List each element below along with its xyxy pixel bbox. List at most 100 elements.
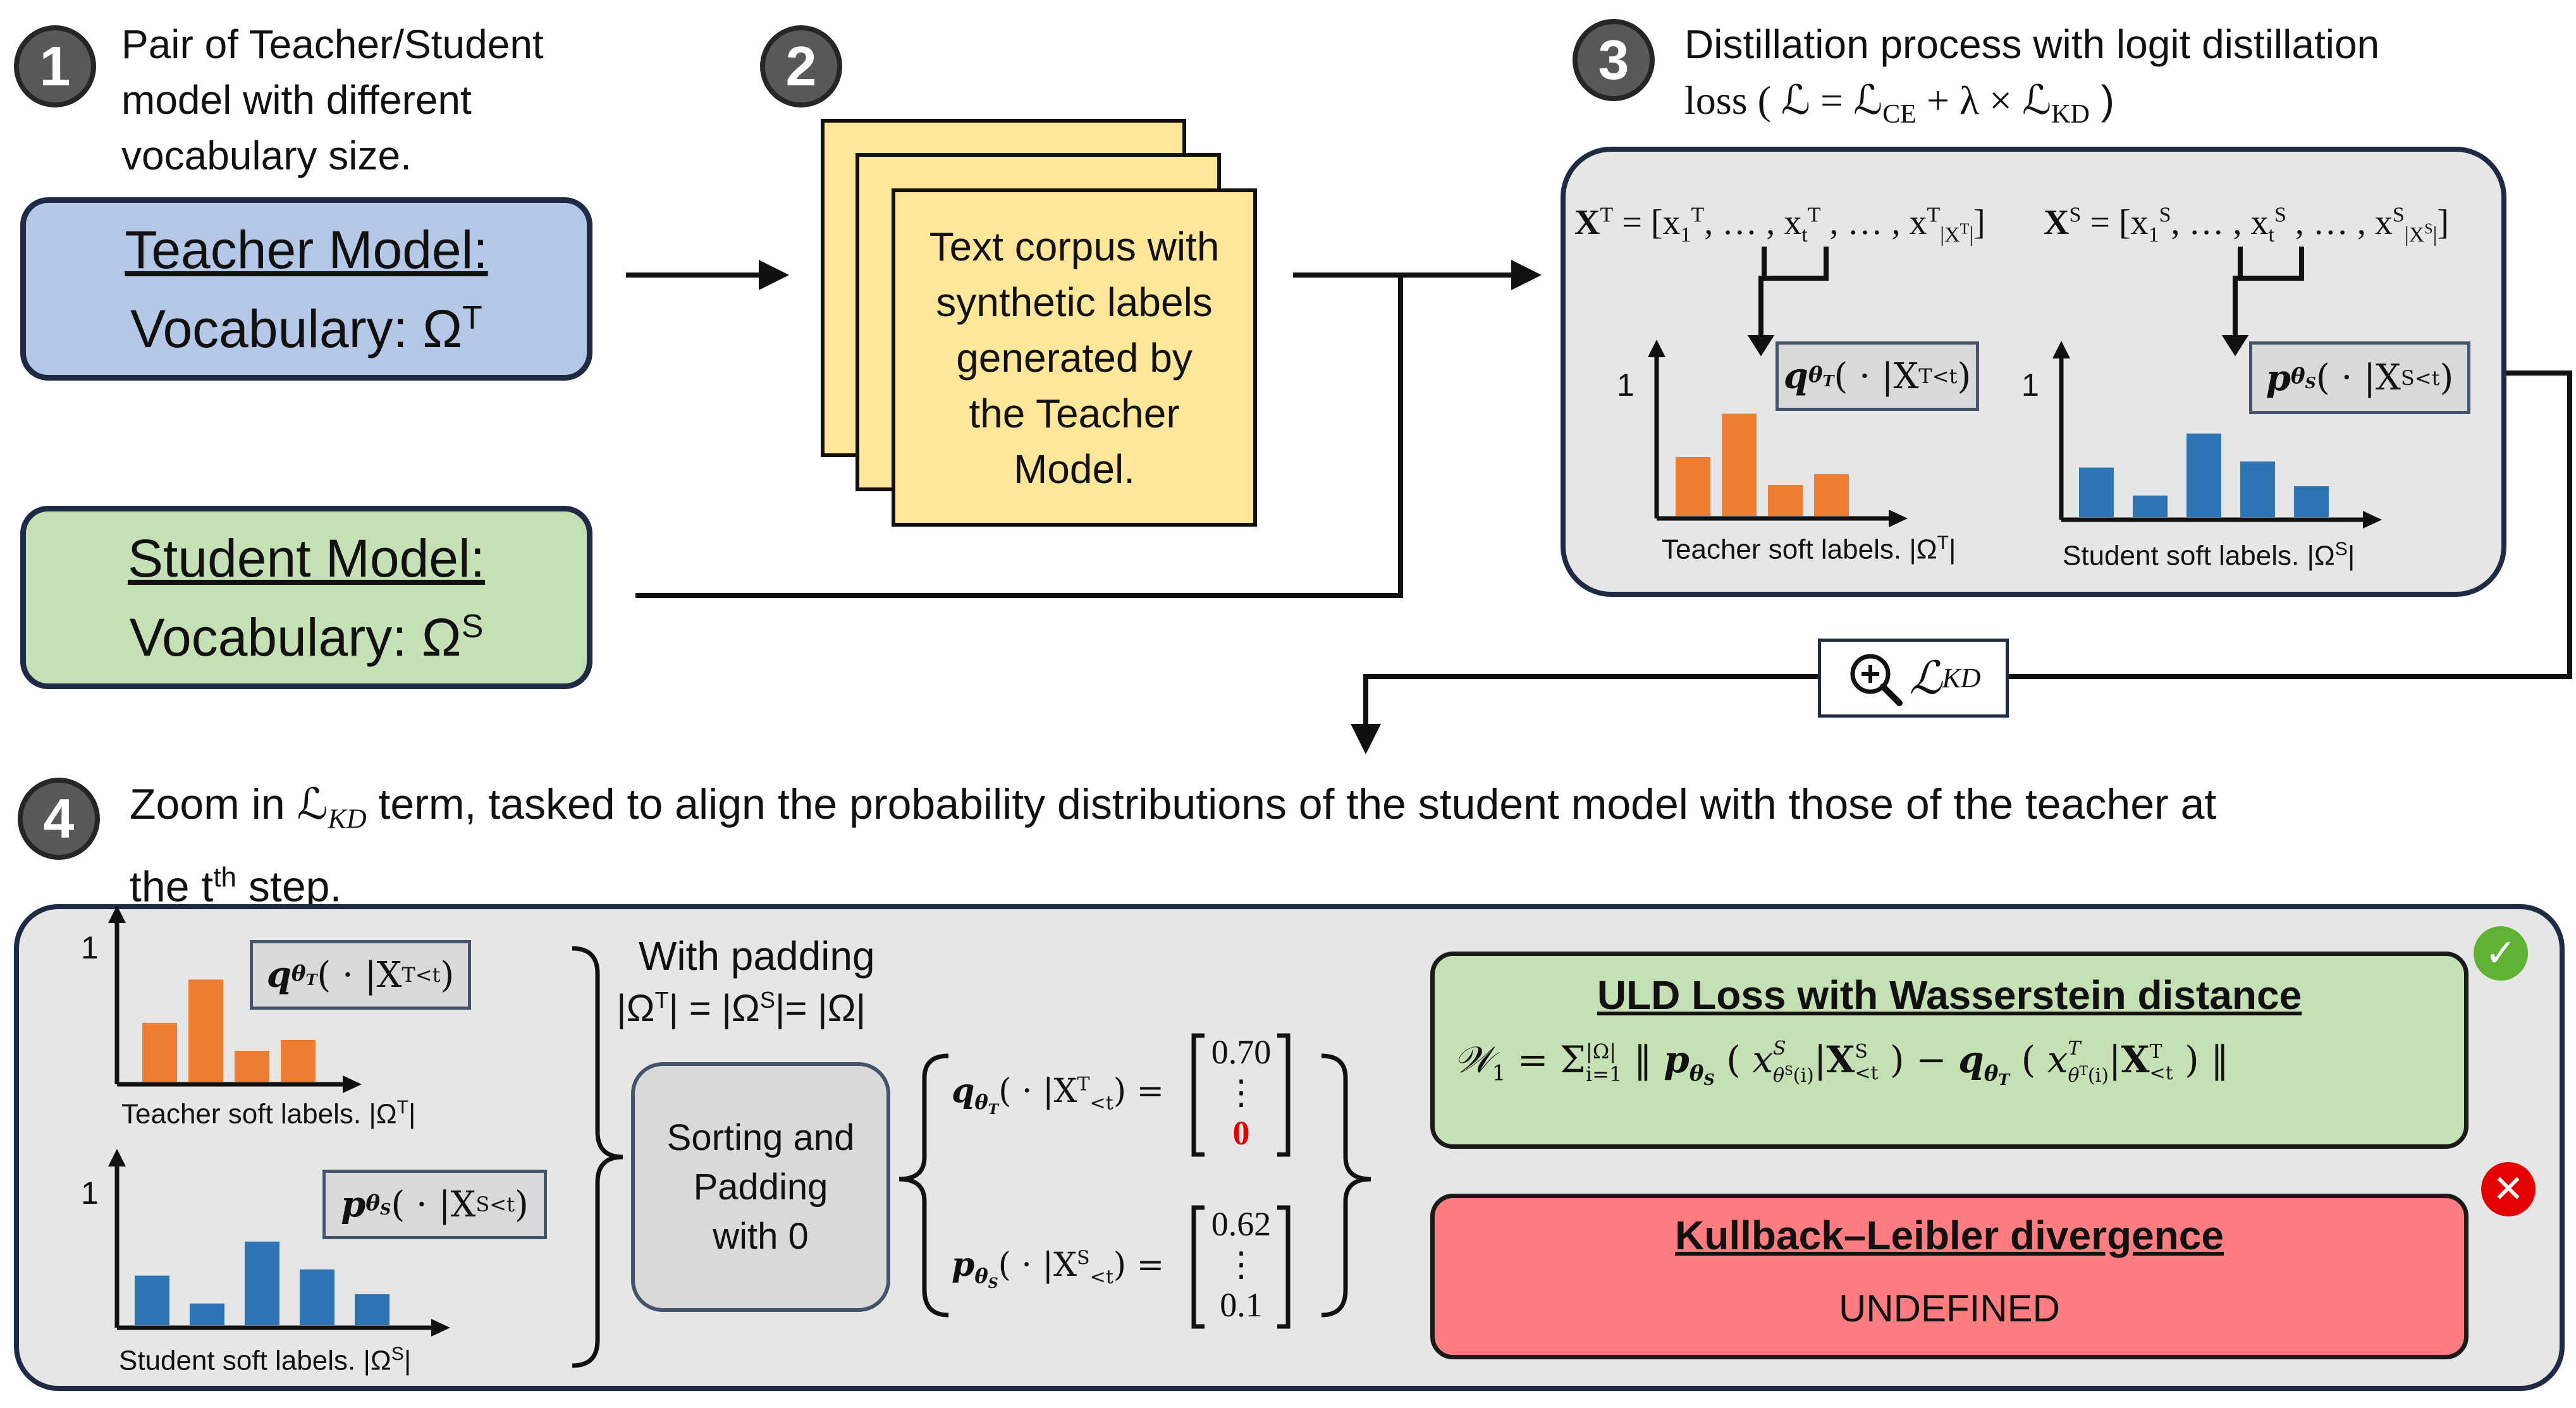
student-model-title: Student Model: <box>127 528 486 588</box>
uld-sum-limits: |Ω|i=1 <box>1586 1040 1622 1086</box>
uld-cond-t-sub: <t <box>2149 1062 2173 1084</box>
uld-xt-sub: θ <box>2068 1065 2080 1087</box>
student-xt-arrow <box>2233 276 2270 343</box>
formula-sup: S <box>1077 1247 1090 1270</box>
chart-x-arrowhead <box>343 1075 362 1093</box>
formula-fn: p <box>2266 357 2291 399</box>
formula-sup: S <box>475 1192 490 1216</box>
chart-bar <box>300 1269 334 1325</box>
seq-close: ] <box>1973 203 1985 242</box>
zoom-student-chart-ymax: 1 <box>81 1175 99 1211</box>
formula-fn: q <box>266 954 291 996</box>
formula-close: ) <box>1113 1072 1127 1110</box>
teacher-model-box: Teacher Model: Vocabulary: ΩT <box>20 197 592 381</box>
formula-arg: ( · |X <box>317 954 402 996</box>
step-3-number: 3 <box>1598 28 1629 91</box>
student-vec-right-bracket <box>1277 1205 1291 1329</box>
step-3-caption-line: Distillation process with logit distilla… <box>1684 21 2380 67</box>
uld-loss-title: ULD Loss with Wasserstein distance <box>1597 972 2302 1018</box>
step-4-text: step. <box>236 862 342 911</box>
step-3-caption-formula: loss ( ℒ = ℒCE + λ × ℒKD ) <box>1684 72 2379 142</box>
chart-x-arrowhead <box>1889 510 1908 527</box>
uld-sum-sup: |Ω| <box>1585 1039 1617 1063</box>
chart-bar <box>2079 467 2114 517</box>
step-1-number: 1 <box>39 35 71 97</box>
seq-sup: S <box>2424 221 2433 238</box>
step-1-caption-line: Pair of Teacher/Student <box>121 21 544 67</box>
formula-fn: q <box>952 1072 975 1110</box>
chart-y-arrowhead <box>108 1149 126 1166</box>
padding-eq-sup: T <box>654 987 669 1013</box>
uld-p-subsub: S <box>1703 1070 1715 1089</box>
teacher-padded-vector: 0.70 ⋮ 0 <box>1200 1032 1282 1153</box>
chart-bar <box>142 1022 177 1082</box>
seq-xt: x <box>1784 203 1802 242</box>
uld-cond-s-sup: S <box>1855 1040 1868 1063</box>
formula-sub: <t <box>1089 1266 1113 1289</box>
seq-part: , … , x <box>1820 203 1927 242</box>
padding-eq-part: |Ω <box>616 987 655 1029</box>
formula-arg: ( · |X <box>1834 355 1919 397</box>
uld-sum: = Σ <box>1506 1038 1586 1081</box>
uld-xs-sub-group: θS(i) <box>1773 1060 1814 1087</box>
formula-subsub: S <box>2305 373 2316 392</box>
uld-w: 𝒲 <box>1454 1038 1492 1081</box>
uld-xt-subsup: T <box>2079 1063 2088 1079</box>
zoom-badge-symbol: ℒ <box>1909 653 1942 704</box>
corpus-line: synthetic labels <box>936 279 1213 325</box>
formula-sub: θ <box>974 1090 988 1115</box>
formula-arg: ( · |X <box>998 1246 1077 1284</box>
loss-kd-subscript: KD <box>2051 99 2090 129</box>
vec-eq: = <box>1126 1246 1165 1284</box>
seq-part: = [x <box>2081 203 2149 242</box>
loss-formula-close: ) <box>2089 77 2114 123</box>
seq-sub: |X <box>2404 223 2425 247</box>
right-brace <box>1321 1053 1371 1318</box>
seq-sup: T <box>1807 203 1821 227</box>
step-1-caption-line: vocabulary size. <box>121 133 412 178</box>
formula-sup: T <box>1918 364 1932 388</box>
formula-sup: T <box>1077 1073 1090 1096</box>
vec-bottom-value: 0.1 <box>1220 1286 1263 1324</box>
padding-title: With padding <box>639 933 875 979</box>
zoom-teacher-chart-xlabel: Teacher soft labels. |ΩT| <box>121 1097 415 1130</box>
distill-to-zoom-connector <box>1351 370 2572 754</box>
step-1-badge: 1 <box>14 25 96 107</box>
chart-bar <box>1768 485 1803 516</box>
chart-bar <box>355 1294 389 1325</box>
seq-last-sub: |XT| <box>1940 221 1973 247</box>
uld-xt-sup: T <box>2068 1038 2081 1060</box>
chart-y-arrowhead <box>1648 340 1665 357</box>
formula-subsub: T <box>988 1101 999 1118</box>
student-xt-arrowhead <box>2221 335 2249 357</box>
teacher-xt-arrowhead <box>1747 335 1775 357</box>
seq-part: , … , <box>1704 203 1784 242</box>
uld-xt-idx: (i) <box>2087 1065 2109 1087</box>
uld-xt-sub-group: θT(i) <box>2068 1060 2108 1087</box>
cross-icon: ✕ <box>2481 1162 2536 1216</box>
uld-xs-sub: θ <box>1773 1065 1785 1087</box>
uld-norm: ‖ <box>2199 1038 2229 1081</box>
formula-sub: <t <box>415 963 441 987</box>
padding-eq-sup: S <box>759 987 775 1013</box>
chart-xlabel-sup: S <box>391 1344 404 1364</box>
student-model-box: Student Model: Vocabulary: ΩS <box>20 506 592 689</box>
seq-head-sup: S <box>2069 203 2082 227</box>
uld-norm: ‖ <box>1622 1038 1664 1081</box>
teacher-vocab-sup: T <box>462 299 482 336</box>
step-4-text: the t <box>130 862 214 911</box>
uld-cond-t-scripts: T<t <box>2149 1041 2173 1084</box>
chart-xlabel-end: | <box>2347 540 2355 572</box>
formula-subsub: S <box>988 1275 998 1292</box>
chart-bar <box>188 979 223 1082</box>
teacher-chart-ymax: 1 <box>1617 367 1635 403</box>
chart-bar <box>2187 433 2221 517</box>
seq-xt: x <box>2250 203 2269 242</box>
uld-minus: − <box>1904 1038 1959 1081</box>
chart-bar <box>135 1275 169 1325</box>
